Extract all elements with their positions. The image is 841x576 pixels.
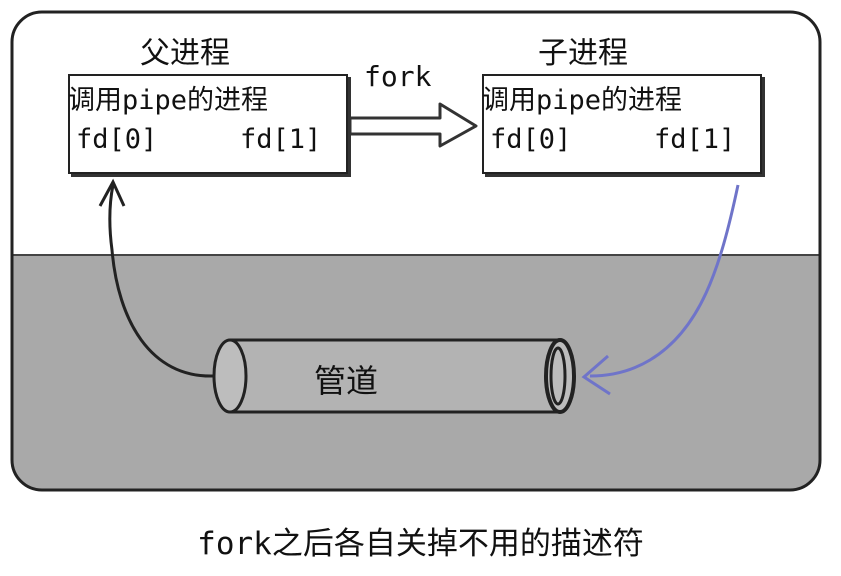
fork-arrow	[348, 102, 478, 148]
pipe-left-end	[212, 338, 248, 414]
child-fd1: fd[1]	[654, 124, 736, 155]
parent-fd0: fd[0]	[76, 124, 158, 155]
parent-title: 父进程	[140, 36, 230, 71]
pipe-body	[230, 340, 560, 412]
child-process-box: 调用pipe的进程 fd[0] fd[1]	[482, 74, 762, 174]
child-process-label: 调用pipe的进程	[482, 85, 683, 116]
figure-caption: fork之后各自关掉不用的描述符	[197, 526, 644, 562]
parent-process-label: 调用pipe的进程	[68, 85, 269, 116]
child-fd0: fd[0]	[490, 124, 572, 155]
fork-label: fork	[364, 60, 432, 93]
child-write-arrow	[589, 184, 740, 378]
parent-process-box: 调用pipe的进程 fd[0] fd[1]	[68, 74, 348, 174]
child-title: 子进程	[538, 36, 628, 71]
parent-read-arrow	[108, 184, 215, 378]
parent-fd1: fd[1]	[240, 124, 322, 155]
pipe-label: 管道	[314, 362, 379, 400]
